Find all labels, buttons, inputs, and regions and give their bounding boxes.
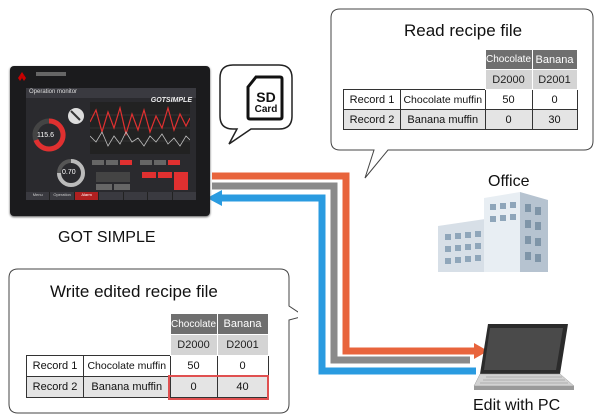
screen-brand: GOTSIMPLE (150, 97, 192, 104)
footer-tab: Operation (50, 192, 75, 200)
value-cell: 0 (484, 109, 533, 130)
logo-text-bar (36, 72, 66, 76)
record-label: Record 1 (26, 355, 84, 377)
value-cell: 40 (216, 376, 269, 398)
sd-card-icon (246, 75, 284, 121)
table-row: Record 2 Banana muffin 0 30 (343, 109, 578, 130)
red-gauge-icon (32, 118, 66, 152)
footer-tab (124, 192, 149, 200)
footer-tab (148, 192, 173, 200)
gray-connector (212, 182, 470, 364)
record-label: Record 2 (343, 109, 401, 130)
column-header: Banana (216, 313, 269, 335)
gauge-value-2: 0.70 (62, 169, 76, 176)
blue-arrowhead-icon (207, 190, 222, 206)
value-cell: 0 (216, 355, 269, 377)
footer-tab: Menu (26, 192, 51, 200)
got-simple-label: GOT SIMPLE (58, 229, 156, 246)
value-cell: 0 (531, 89, 578, 110)
recipe-name: Banana muffin (83, 376, 171, 398)
table-row: Record 1 Chocolate muffin 50 0 (343, 89, 578, 110)
write-callout-title: Write edited recipe file (50, 282, 218, 301)
record-label: Record 2 (26, 376, 84, 398)
office-building-icon (438, 192, 548, 272)
blue-arrow-line (222, 194, 476, 375)
trend-chart-icon (90, 102, 190, 154)
pc-label: Edit with PC (473, 397, 561, 414)
screen-footer: Menu Operation Alarm (26, 192, 196, 200)
address-cell: D2001 (531, 69, 578, 90)
address-cell: D2000 (169, 334, 218, 356)
recipe-name: Chocolate muffin (83, 355, 171, 377)
sd-card-line1: SD (256, 89, 276, 105)
gauge-value: 115.6 (37, 132, 54, 139)
orange-arrow-line (212, 172, 474, 355)
column-header: Banana (531, 49, 578, 70)
mitsubishi-logo-icon (18, 72, 26, 81)
table-row: Record 1 Chocolate muffin 50 0 (26, 355, 269, 377)
orange-arrowhead-icon (474, 343, 488, 359)
value-cell: 0 (169, 376, 218, 398)
value-cell: 30 (531, 109, 578, 130)
footer-tab (173, 192, 196, 200)
got-screen: Operation monitor GOTSIMPLE 115.6 0.70 (26, 88, 196, 200)
recipe-name: Banana muffin (400, 109, 486, 130)
address-cell: D2000 (484, 69, 533, 90)
office-label: Office (488, 173, 530, 190)
got-simple-device: Operation monitor GOTSIMPLE 115.6 0.70 (10, 66, 210, 216)
recipe-name: Chocolate muffin (400, 89, 486, 110)
edited-values-highlight (168, 375, 269, 400)
address-cell: D2001 (216, 334, 269, 356)
table-row: Record 2 Banana muffin 0 40 (26, 376, 269, 398)
record-label: Record 1 (343, 89, 401, 110)
column-header: Chocolate (484, 49, 533, 70)
dial-icon (68, 108, 84, 124)
footer-tab (99, 192, 124, 200)
sd-card-line2: Card (254, 104, 278, 115)
value-cell: 50 (484, 89, 533, 110)
value-cell: 50 (169, 355, 218, 377)
laptop-icon (473, 324, 575, 390)
column-header: Chocolate (169, 313, 218, 335)
read-callout-title: Read recipe file (404, 21, 523, 40)
screen-header: Operation monitor (29, 89, 78, 95)
read-recipe-table: Chocolate Banana D2000 D2001 Record 1 Ch… (343, 49, 578, 130)
write-recipe-table: Chocolate Banana D2000 D2001 Record 1 Ch… (26, 313, 269, 398)
gray-gauge-icon (57, 159, 85, 187)
footer-tab-active: Alarm (74, 192, 100, 200)
